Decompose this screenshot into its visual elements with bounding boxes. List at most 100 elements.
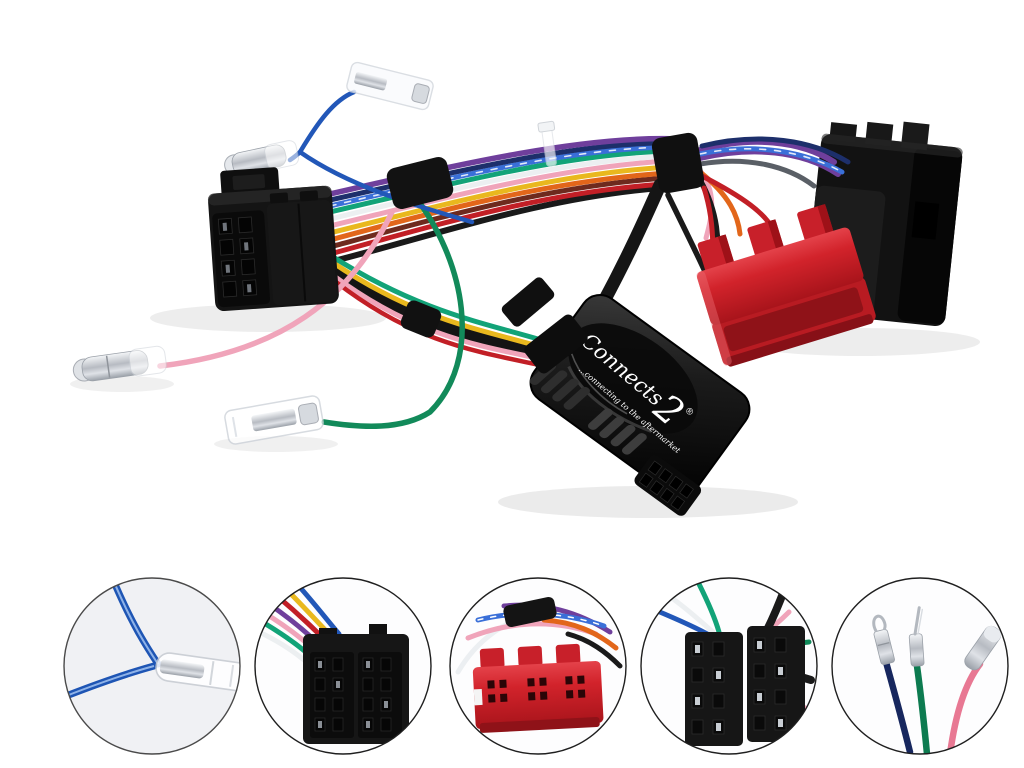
pin-hole (487, 680, 495, 689)
box-sheen-streak-2 (570, 353, 628, 415)
pin (314, 697, 326, 712)
spade-terminal-lower (224, 395, 324, 445)
iso-tab (369, 624, 387, 636)
pin-glint (757, 641, 762, 649)
socket-tooth (638, 472, 654, 488)
pin-hole (577, 675, 585, 684)
pin-hole (527, 678, 535, 687)
lower-wire-bundle (326, 252, 556, 369)
crimp-barrel (873, 629, 895, 665)
red-tab (517, 645, 543, 667)
zip-tie (537, 120, 557, 167)
box-grip-ribs-right (587, 408, 647, 455)
pin-glint (336, 681, 340, 688)
pin (362, 697, 374, 712)
spade-crimp (411, 83, 430, 104)
pin-hole (500, 693, 508, 702)
iso-pins (314, 657, 392, 732)
box-strain-relief (524, 314, 588, 374)
spade-metal-insert (251, 408, 297, 432)
pin-loop (872, 614, 887, 633)
tape-wrap-lower (400, 300, 442, 338)
pin-glint (695, 645, 700, 653)
iso-pair-pins (691, 637, 787, 735)
socket-tooth (658, 468, 673, 484)
wire-yellow (327, 164, 673, 236)
pin (332, 697, 344, 712)
crimp-pin-terminal-1 (872, 614, 895, 665)
swc-interface-box: Connects2® ...connecting to the aftermar… (529, 293, 751, 516)
red-tab (479, 647, 505, 669)
wire-navy (882, 658, 914, 754)
bullet-clear-sleeve (264, 140, 300, 170)
red-tab-shade-2 (767, 219, 785, 253)
iso-connector-closeup (303, 624, 409, 744)
pin-glint (384, 701, 388, 708)
sleeve-terminal-3 (964, 625, 1002, 671)
thumb-border-2 (254, 577, 432, 755)
iso-latch-notch (232, 174, 266, 191)
thumb5-content (872, 606, 1002, 754)
socket-tooth (668, 475, 684, 491)
wire-teal (327, 148, 675, 215)
wire-blue-white-stripe (477, 613, 605, 627)
pin-glint (366, 721, 370, 728)
thumb1-content (64, 578, 240, 700)
thumbnail-bullet-terminal (63, 577, 241, 755)
pin-hole (565, 690, 574, 699)
pin-glint (716, 671, 721, 679)
spade-metal-insert (354, 71, 388, 91)
bullet-clear-sleeve (128, 345, 167, 377)
spade-crimp (298, 402, 319, 426)
iso-pair-closeup (685, 626, 805, 746)
sleeve-ridge (209, 661, 215, 686)
pin (753, 715, 766, 731)
wire-blue (297, 149, 475, 225)
thumbnail-iso-pair (640, 577, 818, 755)
pin-glint (318, 661, 322, 668)
rib (621, 433, 647, 455)
pin-cavity (219, 238, 235, 256)
wire-brown (327, 175, 669, 250)
rib (610, 424, 636, 447)
wire-green (327, 252, 551, 345)
iso-left (685, 632, 743, 746)
black-wire-bundle (596, 178, 667, 310)
wire-navy (699, 136, 851, 165)
wire-blue (287, 89, 357, 163)
thumbnail-wire-terminals (831, 577, 1009, 755)
pin (712, 641, 725, 657)
wire-gray (697, 158, 817, 189)
pin-glint (225, 264, 231, 273)
shadow-iso (150, 304, 386, 332)
socket-tooth (670, 495, 686, 511)
bullet-ridge (105, 355, 111, 378)
thumb3-content (455, 596, 623, 733)
iso-half-right (358, 652, 402, 738)
pin (774, 689, 787, 705)
pin-glint (246, 284, 252, 293)
thumbnail-iso-pin-face (254, 577, 432, 755)
red-tab-shade-1 (717, 234, 735, 268)
shadow-box (498, 486, 798, 518)
wire-purple (697, 138, 837, 165)
thumb-border-3 (449, 577, 627, 755)
box-logo-panel (568, 323, 698, 434)
red-bottom-lip (726, 314, 874, 367)
socket-tooth (659, 487, 675, 504)
red-connector-closeup (472, 643, 604, 733)
wire-black (565, 631, 623, 669)
wire-purple (327, 135, 683, 197)
box-pin-socket (634, 454, 702, 516)
tape-wrap (503, 596, 557, 628)
sleeve-tip (983, 625, 1002, 643)
thumb-border-5 (831, 577, 1009, 755)
red-tab-shade-3 (817, 203, 835, 237)
iso-tab-1 (269, 192, 289, 204)
tape-wrap-2 (651, 132, 705, 194)
iso-connector (207, 167, 339, 312)
red-bottom-lip (479, 716, 600, 733)
wire-black-bundle (326, 262, 556, 362)
quadlock-top-highlight (821, 133, 963, 158)
